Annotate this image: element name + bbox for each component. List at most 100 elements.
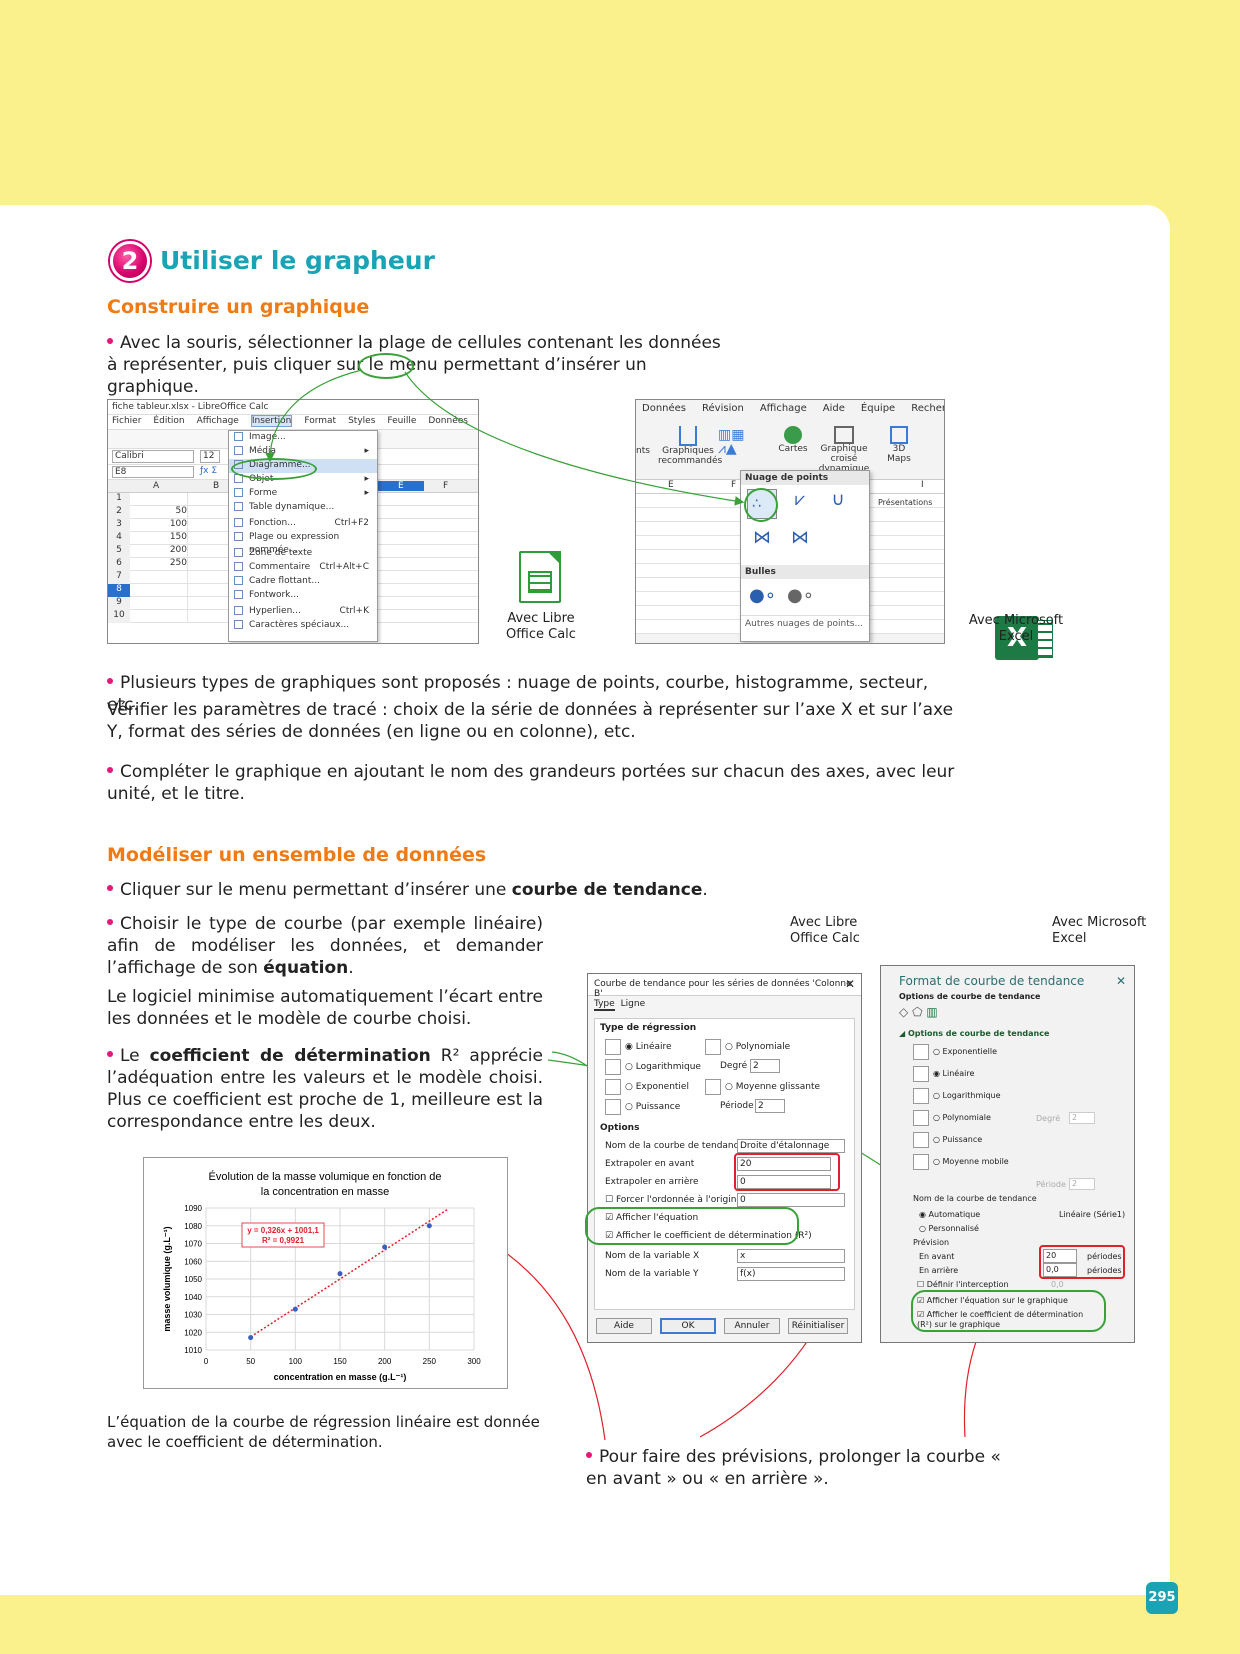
force-intercept-checkbox[interactable]: ☐ Forcer l'ordonnée à l'origine bbox=[605, 1195, 742, 1205]
reset-button[interactable]: Réinitialiser bbox=[788, 1318, 848, 1334]
trend-name-input[interactable]: Droite d'étalonnage bbox=[737, 1139, 845, 1153]
scatter-option-smooth-markers[interactable]: ⩗ bbox=[794, 489, 806, 510]
var-x-input[interactable]: x bbox=[737, 1249, 845, 1263]
var-y-input[interactable]: f(x) bbox=[737, 1267, 845, 1281]
cell-value[interactable]: 150 bbox=[130, 532, 188, 545]
extrapolate-forward-input[interactable]: 20 bbox=[737, 1157, 831, 1171]
row-header[interactable]: 3 bbox=[108, 519, 130, 532]
menu-item[interactable]: Fontwork... bbox=[229, 589, 377, 603]
ribbon-tab[interactable]: Données bbox=[642, 403, 687, 414]
row-header[interactable]: 1 bbox=[108, 493, 130, 506]
menubar-item[interactable]: Fichier bbox=[112, 416, 142, 426]
col-header[interactable]: F bbox=[443, 481, 449, 491]
scatter-option-straight[interactable]: ⋈ bbox=[791, 527, 809, 548]
cell-value[interactable]: 50 bbox=[130, 506, 188, 519]
xl-radio-custom[interactable]: ○ Personnalisé bbox=[919, 1224, 979, 1233]
force-intercept-input[interactable]: 0 bbox=[737, 1193, 845, 1207]
xl-radio-auto[interactable]: ◉ Automatique bbox=[919, 1210, 981, 1219]
col-header[interactable]: A bbox=[153, 481, 160, 491]
row-header[interactable]: 9 bbox=[108, 597, 130, 610]
xl-intercept-input[interactable]: 0,0 bbox=[1051, 1280, 1064, 1289]
xl-forward-input[interactable]: 20 bbox=[1043, 1249, 1077, 1263]
menu-item[interactable]: Fonction...Ctrl+F2 bbox=[229, 517, 377, 531]
xl-show-r2-checkbox[interactable]: ☑ Afficher le coefficient de déterminati… bbox=[917, 1310, 1084, 1329]
xl-backward-input[interactable]: 0,0 bbox=[1043, 1263, 1077, 1277]
ribbon-tab[interactable]: Révision bbox=[702, 403, 744, 414]
scatter-option-smooth[interactable]: ∪ bbox=[831, 489, 845, 510]
col-header[interactable]: B bbox=[213, 481, 220, 491]
options-bar-icon[interactable]: ▥ bbox=[926, 1005, 938, 1019]
cell-value[interactable] bbox=[130, 597, 188, 610]
search-tab[interactable]: Recherche bbox=[911, 403, 945, 414]
row-header[interactable]: 2 bbox=[108, 506, 130, 519]
menu-item[interactable]: Plage ou expression nommée... bbox=[229, 531, 377, 555]
row-header[interactable]: 10 bbox=[108, 610, 130, 623]
radio-power[interactable]: ○ Puissance bbox=[625, 1102, 681, 1112]
tab-type[interactable]: Type bbox=[594, 999, 615, 1011]
menubar-item[interactable]: Affichage bbox=[196, 416, 239, 426]
menu-item[interactable]: Média▸ bbox=[229, 445, 377, 459]
menu-item[interactable]: Cadre flottant... bbox=[229, 575, 377, 589]
radio-exponential[interactable]: ○ Exponentiel bbox=[625, 1082, 689, 1092]
close-icon[interactable]: ✕ bbox=[1115, 974, 1126, 988]
menu-item[interactable]: Hyperlien...Ctrl+K bbox=[229, 605, 377, 619]
effects-icon[interactable]: ⬠ bbox=[912, 1005, 923, 1019]
more-scatter-link[interactable]: Autres nuages de points... bbox=[741, 615, 869, 632]
cell-value[interactable]: 250 bbox=[130, 558, 188, 571]
cell-value[interactable] bbox=[130, 493, 188, 506]
chart-type-icons[interactable]: ▥▦⩘▲ bbox=[718, 427, 745, 457]
menu-item[interactable]: Forme▸ bbox=[229, 487, 377, 501]
menubar-item[interactable]: Feuille bbox=[387, 416, 417, 426]
radio-moving-average[interactable]: ○ Moyenne glissante bbox=[725, 1082, 821, 1092]
xl-type-option[interactable]: ○ Puissance bbox=[913, 1130, 982, 1150]
xl-intercept-checkbox[interactable]: ☐ Définir l'interception bbox=[917, 1280, 1009, 1289]
xl-spin-input[interactable]: 2 bbox=[1069, 1112, 1095, 1124]
help-button[interactable]: Aide bbox=[596, 1318, 652, 1334]
bubble-option[interactable]: ●∘ bbox=[749, 585, 776, 606]
xl-type-option[interactable]: ○ Logarithmique bbox=[913, 1086, 1001, 1106]
radio-linear[interactable]: ◉ Linéaire bbox=[625, 1042, 672, 1052]
scatter-option-straight-markers[interactable]: ⋈ bbox=[753, 527, 771, 548]
row-header[interactable]: 5 bbox=[108, 545, 130, 558]
cell-value[interactable]: 200 bbox=[130, 545, 188, 558]
function-icon[interactable]: ƒx Σ bbox=[200, 466, 218, 476]
xl-pane-subtitle[interactable]: Options de courbe de tendance bbox=[899, 992, 1041, 1001]
show-r2-checkbox[interactable]: ☑ Afficher le coefficient de déterminati… bbox=[605, 1231, 812, 1241]
menubar-item[interactable]: Édition bbox=[153, 416, 185, 426]
ribbon-tab[interactable]: Équipe bbox=[860, 403, 896, 414]
xl-type-option[interactable]: ○ Moyenne mobile bbox=[913, 1152, 1009, 1172]
cell-value[interactable] bbox=[130, 584, 188, 597]
cell-value[interactable] bbox=[130, 610, 188, 623]
xl-spin-input[interactable]: 2 bbox=[1069, 1178, 1095, 1190]
ribbon-tab[interactable]: Affichage bbox=[759, 403, 807, 414]
menubar-item[interactable]: Format bbox=[304, 416, 337, 426]
cell-value[interactable]: 100 bbox=[130, 519, 188, 532]
maps-button[interactable]: Cartes bbox=[776, 426, 810, 454]
xl-type-option[interactable]: ○ Polynomiale bbox=[913, 1108, 991, 1128]
row-header[interactable]: 4 bbox=[108, 532, 130, 545]
ok-button[interactable]: OK bbox=[660, 1318, 716, 1334]
font-name-box[interactable]: Calibri bbox=[112, 450, 194, 463]
menu-item[interactable]: Table dynamique... bbox=[229, 501, 377, 515]
xl-type-option[interactable]: ○ Exponentielle bbox=[913, 1042, 997, 1062]
menubar-item[interactable]: Styles bbox=[348, 416, 376, 426]
menu-item[interactable]: Image... bbox=[229, 431, 377, 445]
cell-value[interactable] bbox=[130, 571, 188, 584]
periode-spinner[interactable]: 2 bbox=[755, 1099, 785, 1113]
row-header[interactable]: 7 bbox=[108, 571, 130, 584]
menu-item[interactable]: Caractères spéciaux... bbox=[229, 619, 377, 633]
radio-logarithmic[interactable]: ○ Logarithmique bbox=[625, 1062, 701, 1072]
pivot-chart-button[interactable]: Graphique croisé dynamique bbox=[812, 426, 876, 474]
font-size-box[interactable]: 12 bbox=[200, 450, 220, 463]
cell-ref-box[interactable]: E8 bbox=[112, 466, 194, 478]
degre-spinner[interactable]: 2 bbox=[750, 1059, 780, 1073]
col-header[interactable]: E bbox=[378, 481, 424, 491]
ribbon-tab[interactable]: Aide bbox=[822, 403, 845, 414]
row-header[interactable]: 8 bbox=[108, 584, 130, 597]
fill-icon[interactable]: ◇ bbox=[899, 1005, 909, 1019]
extrapolate-backward-input[interactable]: 0 bbox=[737, 1175, 831, 1189]
cancel-button[interactable]: Annuler bbox=[724, 1318, 780, 1334]
bubble-3d-option[interactable]: ●∘ bbox=[787, 585, 814, 606]
show-equation-checkbox[interactable]: ☑ Afficher l'équation bbox=[605, 1213, 699, 1223]
